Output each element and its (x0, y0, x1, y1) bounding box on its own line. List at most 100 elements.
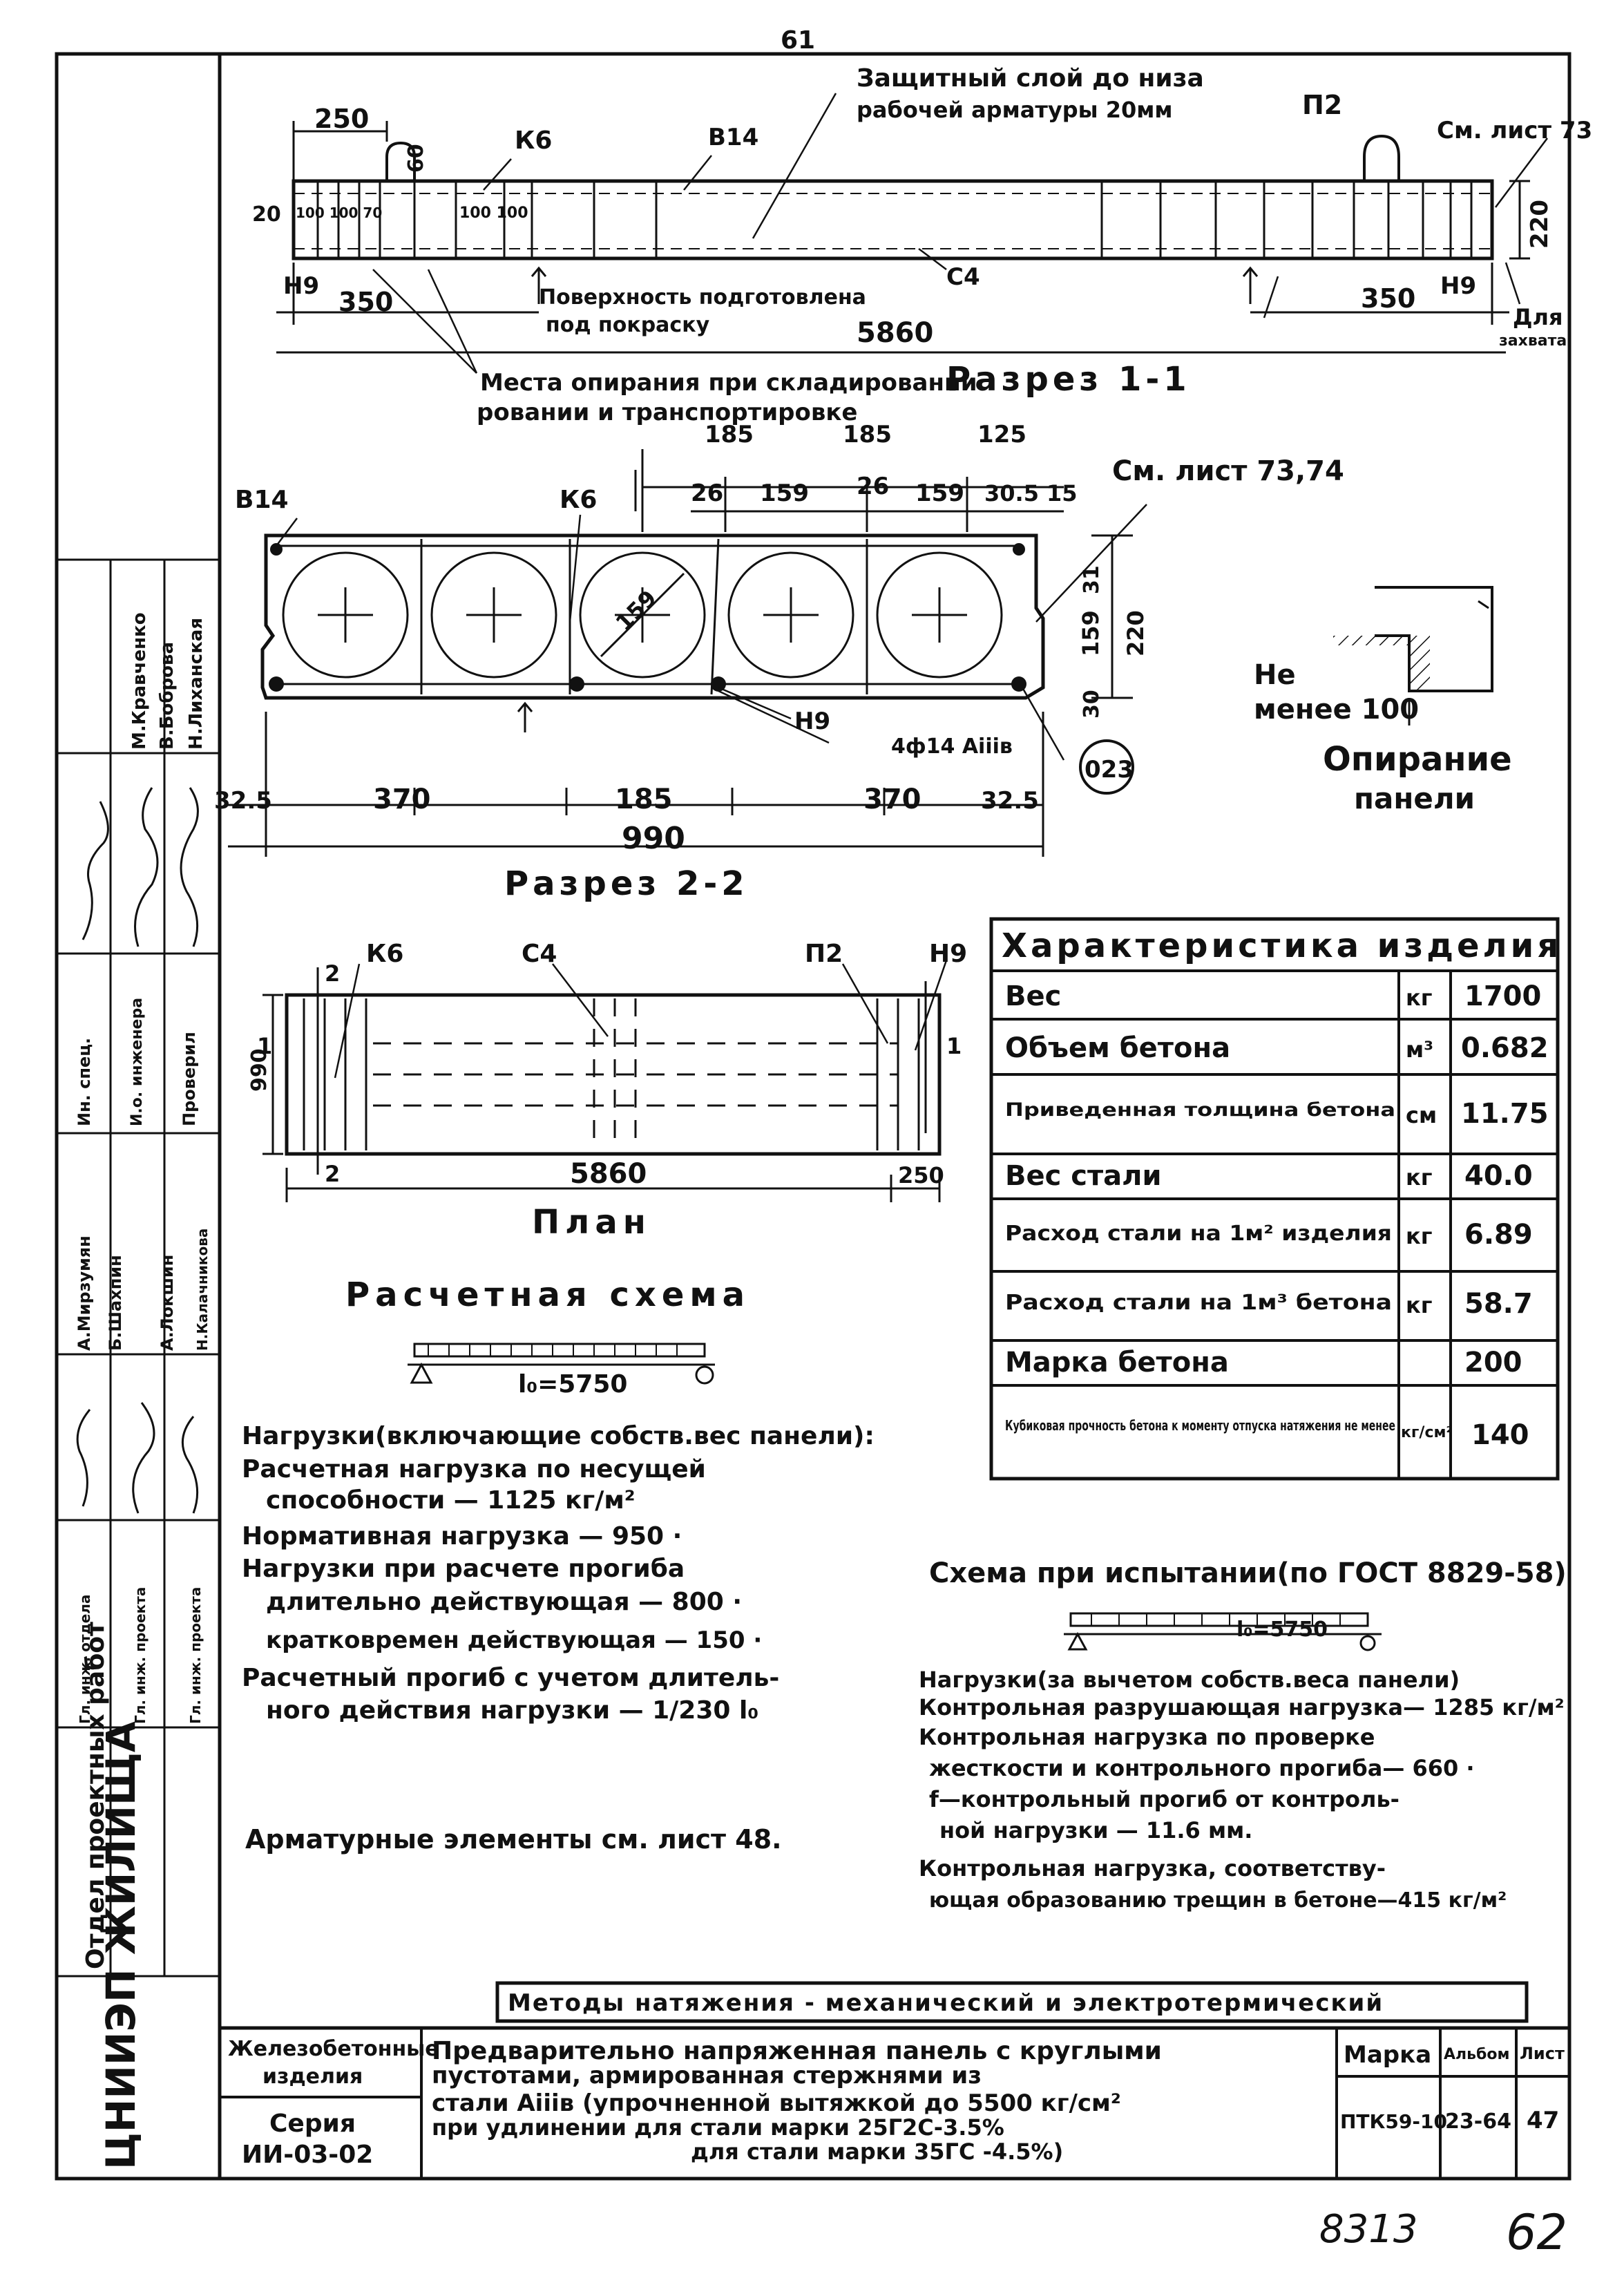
test-line-4: f—контрольный прогиб от контроль- (929, 1786, 1399, 1812)
char-unit-2: см (1406, 1102, 1437, 1128)
mark-label: Марка (1344, 2041, 1431, 2069)
char-unit-7: кг/см² (1401, 1424, 1453, 1441)
dim-185-a: 185 (705, 421, 754, 448)
test-line-0: Нагрузки(за вычетом собств.веса панели) (919, 1667, 1460, 1693)
calc-line-2: Нормативная нагрузка — 950 · (242, 1522, 682, 1551)
label-c4-plan: С4 (522, 940, 557, 968)
char-value-1: 0.682 (1461, 1032, 1549, 1064)
dim-220-s1: 220 (1526, 200, 1554, 249)
dim-125: 125 (977, 421, 1026, 448)
tension-methods: Методы натяжения - механический и электр… (508, 1989, 1384, 2017)
label-k6-plan: К6 (366, 940, 403, 968)
dim-26-a: 26 (691, 480, 723, 507)
calc-scheme: Расчетная схема l₀=5750 Нагрузки(включаю… (242, 1276, 875, 1725)
label-k6-s2: К6 (560, 486, 597, 514)
calc-span: l₀=5750 (518, 1370, 627, 1399)
calc-line-7: ного действия нагрузки — 1/230 l₀ (266, 1696, 758, 1725)
test-line-7: ющая образованию трещин в бетоне—415 кг/… (929, 1888, 1507, 1913)
test-scheme: Схема при испытании(по ГОСТ 8829-58) l₀=… (919, 1557, 1567, 1913)
dim-370-a: 370 (373, 784, 431, 815)
support-note-2: ровании и транспортировке (477, 399, 858, 426)
dim-250-plan: 250 (898, 1162, 944, 1188)
label-n9-plan: Н9 (929, 940, 967, 968)
char-unit-3: кг (1406, 1164, 1432, 1191)
grip-note-2: захвата (1499, 332, 1567, 350)
plan-view: К6 С4 П2 Н9 2 2 1 1 990 5860 250 План (247, 940, 967, 1242)
support-detail: Не менее 100 Опирание панели (1254, 586, 1512, 815)
signer-4: А.Мирзумян (75, 1235, 94, 1351)
char-name-0: Вес (1005, 980, 1061, 1012)
dim-350-right: 350 (1361, 283, 1415, 314)
characteristics-title: Характеристика изделия (1002, 927, 1562, 965)
dim-220-s2: 220 (1123, 610, 1149, 656)
category-line2: изделия (262, 2065, 363, 2089)
support-min-1: Не (1254, 659, 1296, 691)
calc-scheme-title: Расчетная схема (345, 1276, 750, 1314)
page-number-top: 61 (781, 26, 815, 55)
description-line1: Предварительно напряженная панель с круг… (432, 2037, 1162, 2065)
support-min-2: менее 100 (1254, 694, 1419, 726)
char-unit-5: кг (1406, 1292, 1432, 1318)
char-value-3: 40.0 (1464, 1160, 1533, 1192)
dim-159-right: 159 (1078, 610, 1104, 656)
label-v14-s2: В14 (235, 486, 289, 514)
album-label: Альбом (1444, 2046, 1510, 2063)
char-value-4: 6.89 (1464, 1219, 1533, 1251)
dim-32-5-a: 32.5 (214, 787, 272, 815)
dim-32-5-b: 32.5 (981, 787, 1039, 815)
description-line4: при удлинении для стали марки 25Г2С-3.5% (432, 2114, 1004, 2141)
support-caption-2: панели (1354, 781, 1475, 815)
dim-185-b: 185 (843, 421, 892, 448)
dims-small: 100 100 70 (296, 205, 382, 221)
signature-strip: М.Кравченко В.Боброва Н.Лиханская Ин. сп… (57, 558, 220, 2170)
char-name-6: Марка бетона (1005, 1347, 1229, 1378)
signer-5: Б.Шахпин (106, 1255, 125, 1351)
label-n9-s2: Н9 (794, 708, 830, 735)
label-v14-s1: В14 (708, 124, 758, 151)
char-name-7: Кубиковая прочность бетона к моменту отп… (1005, 1417, 1395, 1434)
sheet-label: Лист (1520, 2044, 1565, 2063)
section-2-2: 023 См. лист 73,74 185 185 125 26 159 26… (214, 421, 1344, 903)
dim-5860-s1: 5860 (857, 317, 933, 349)
dim-185-c: 185 (615, 784, 673, 815)
label-c4-s1: С4 (946, 263, 980, 291)
char-value-0: 1700 (1464, 980, 1541, 1012)
dim-26-b: 26 (857, 473, 889, 500)
char-value-2: 11.75 (1461, 1098, 1549, 1130)
see-sheet-73: См. лист 73 (1437, 117, 1592, 144)
role-4: Гл. инж. отдела (77, 1595, 93, 1724)
dim-370-b: 370 (863, 784, 921, 815)
label-n9-left: Н9 (283, 272, 319, 300)
signer-2: В.Боброва (157, 642, 178, 750)
char-name-3: Вес стали (1005, 1160, 1161, 1192)
support-caption-1: Опирание (1323, 740, 1512, 779)
protective-layer-note-1: Защитный слой до низа (857, 64, 1204, 93)
char-name-1: Объем бетона (1005, 1032, 1230, 1064)
char-value-7: 140 (1471, 1419, 1529, 1451)
label-p2-s1: П2 (1302, 90, 1342, 120)
char-unit-0: кг (1406, 985, 1432, 1011)
char-name-5: Расход стали на 1м³ бетона (1005, 1291, 1392, 1315)
series-label: Серия (269, 2109, 356, 2138)
calc-line-1: способности — 1125 кг/м² (266, 1486, 636, 1515)
dim-5860-plan: 5860 (570, 1158, 647, 1190)
circle-tag-023: 023 (1085, 756, 1134, 784)
dims-small2: 100 100 (459, 205, 528, 222)
char-value-5: 58.7 (1464, 1288, 1533, 1320)
char-name-2: Приведенная толщина бетона (1005, 1099, 1395, 1121)
support-note-1: Места опирания при складировании (480, 369, 977, 397)
description-line5: для стали марки 35ГС -4.5%) (691, 2139, 1063, 2165)
calc-line-5: кратковремен действующая — 150 · (266, 1627, 762, 1654)
characteristics-table: Характеристика изделия Вес кг 1700 Объем… (989, 917, 1562, 1481)
dim-159-b: 159 (915, 480, 964, 507)
surface-note-1: Поверхность подготовлена (539, 285, 866, 310)
rebar-note: Арматурные элементы см. лист 48. (245, 1824, 782, 1855)
mark-1-left: 1 (257, 1033, 272, 1059)
dim-159-a: 159 (760, 480, 809, 507)
role-5: Гл. инж. проекта (132, 1587, 149, 1724)
protective-layer-note-2: рабочей арматуры 20мм (857, 97, 1173, 123)
signer-1: М.Кравченко (129, 612, 150, 750)
dim-20: 20 (252, 202, 281, 227)
char-value-6: 200 (1464, 1347, 1522, 1378)
